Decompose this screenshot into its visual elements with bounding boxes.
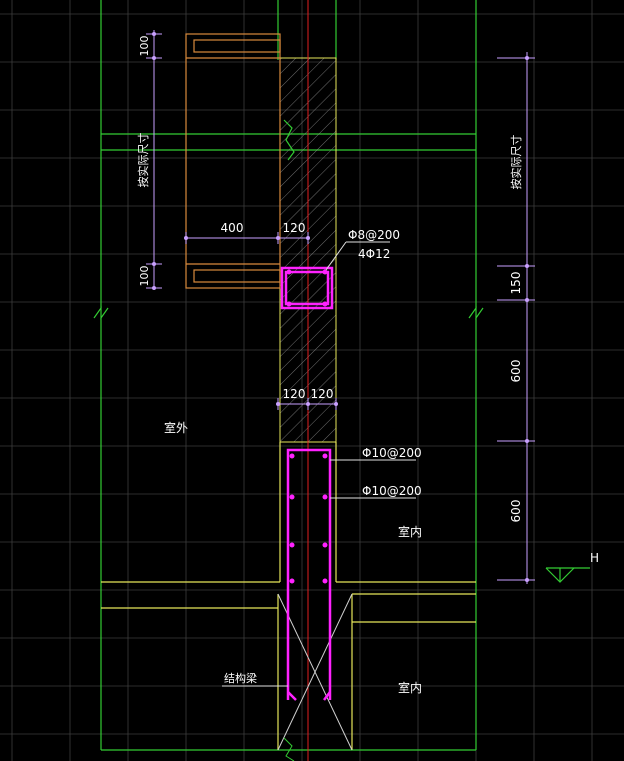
- dim-600-upper: 600: [509, 360, 523, 383]
- structure-beam-label: 结构梁: [224, 671, 257, 685]
- elevation-symbol: [545, 567, 590, 583]
- stirrup-label: Φ8@200: [348, 228, 400, 242]
- lintel-rebar-dots: [286, 269, 328, 307]
- dimension-ticks: [152, 32, 529, 582]
- dim-120-a: 120: [283, 387, 306, 401]
- elevation-label: H: [590, 551, 599, 565]
- room-indoor-lower: 室内: [398, 680, 422, 695]
- dimension-lines: [146, 30, 535, 584]
- dim-400: 400: [221, 221, 244, 235]
- rebar-label-2: Φ10@200: [362, 484, 422, 498]
- rebar-label-1: Φ10@200: [362, 446, 422, 460]
- dim-top-100: 100: [138, 36, 151, 57]
- floor-lines: [101, 442, 476, 750]
- dim-right-vertical: 按实际尺寸: [509, 135, 523, 190]
- bars-label: 4Φ12: [358, 247, 390, 261]
- window-frame: [185, 33, 281, 289]
- column-rebar: [286, 448, 332, 701]
- room-outdoor: 室外: [164, 420, 188, 435]
- dim-150: 150: [509, 272, 523, 295]
- column-rebar-dots: [289, 453, 328, 584]
- lintel-rebar: [280, 266, 334, 310]
- dim-bottom-100: 100: [138, 266, 151, 287]
- dimension-labels: 100 按实际尺寸 400 120 100 120 120 按实际尺寸 150 …: [136, 36, 523, 523]
- dim-120-b: 120: [311, 387, 334, 401]
- dim-600-lower: 600: [509, 500, 523, 523]
- leader-lines: [222, 241, 416, 687]
- room-indoor-upper: 室内: [398, 524, 422, 539]
- annotation-labels: Φ8@200 4Φ12 Φ10@200 Φ10@200 H 结构梁 室外 室内 …: [164, 228, 599, 695]
- dim-120-top: 120: [283, 221, 306, 235]
- structure-beam: [277, 593, 353, 761]
- dim-left-vertical: 按实际尺寸: [136, 133, 150, 188]
